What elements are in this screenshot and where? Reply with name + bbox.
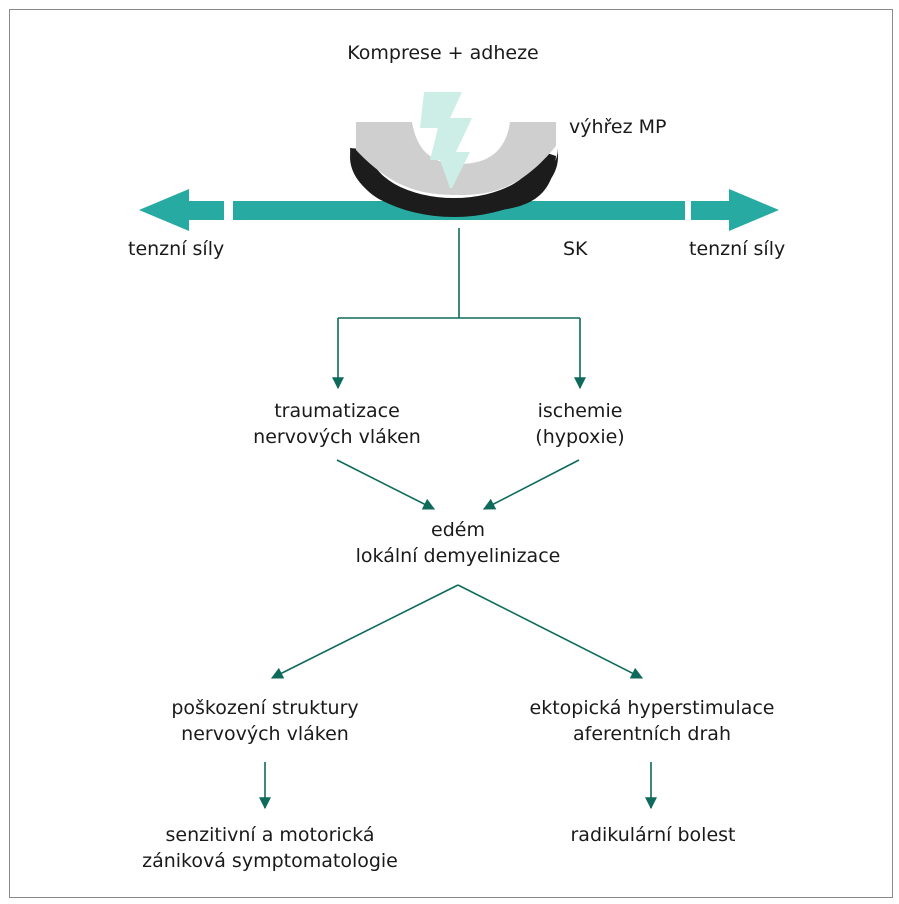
nerve-root-label: SK xyxy=(563,238,588,260)
sensory-motor-deficit-node: senzitivní a motorická zániková symptoma… xyxy=(142,822,398,874)
traumatization-line-1: traumatizace xyxy=(274,400,400,422)
arrow-ischemia-to-edema xyxy=(482,459,580,510)
lightning-bolt-icon xyxy=(420,92,472,188)
left-tension-label: tenzní síly xyxy=(128,238,225,260)
radicular-pain-node: radikulární bolest xyxy=(570,824,736,846)
edema-line-1: edém xyxy=(431,519,485,541)
traumatization-node: traumatizace nervových vláken xyxy=(253,398,421,450)
arrow-edema-to-damage xyxy=(270,584,459,679)
traumatization-line-2: nervových vláken xyxy=(253,426,421,448)
edema-node: edém lokální demyelinizace xyxy=(356,517,561,569)
structural-damage-line-2: nervových vláken xyxy=(181,723,349,745)
structural-damage-node: poškození struktury nervových vláken xyxy=(171,695,358,747)
right-tension-arrow xyxy=(691,189,779,231)
ischemia-line-2: (hypoxie) xyxy=(535,426,625,448)
disc-dark-body xyxy=(350,148,556,212)
edema-line-2: lokální demyelinizace xyxy=(355,545,561,567)
ischemia-node: ischemie (hypoxie) xyxy=(535,398,624,450)
structural-damage-line-1: poškození struktury xyxy=(171,697,359,719)
sensory-line-1: senzitivní a motorická xyxy=(165,824,375,846)
ischemia-line-1: ischemie xyxy=(537,400,623,422)
ectopic-line-2: aferentních drah xyxy=(572,723,731,745)
compression-label: Komprese + adheze xyxy=(347,42,539,64)
sensory-line-2: zániková symptomatologie xyxy=(142,850,398,872)
right-tension-label: tenzní síly xyxy=(689,238,786,260)
ectopic-line-1: ektopická hyperstimulace xyxy=(529,697,775,719)
ectopic-hyperstimulation-node: ektopická hyperstimulace aferentních dra… xyxy=(530,695,775,747)
disc-light-crescent xyxy=(356,122,556,195)
arrow-traumatization-to-edema xyxy=(336,459,436,510)
disc-herniation-label: výhřez MP xyxy=(569,116,667,138)
left-tension-arrow xyxy=(139,189,224,231)
arrow-edema-to-ectopic xyxy=(457,584,644,679)
